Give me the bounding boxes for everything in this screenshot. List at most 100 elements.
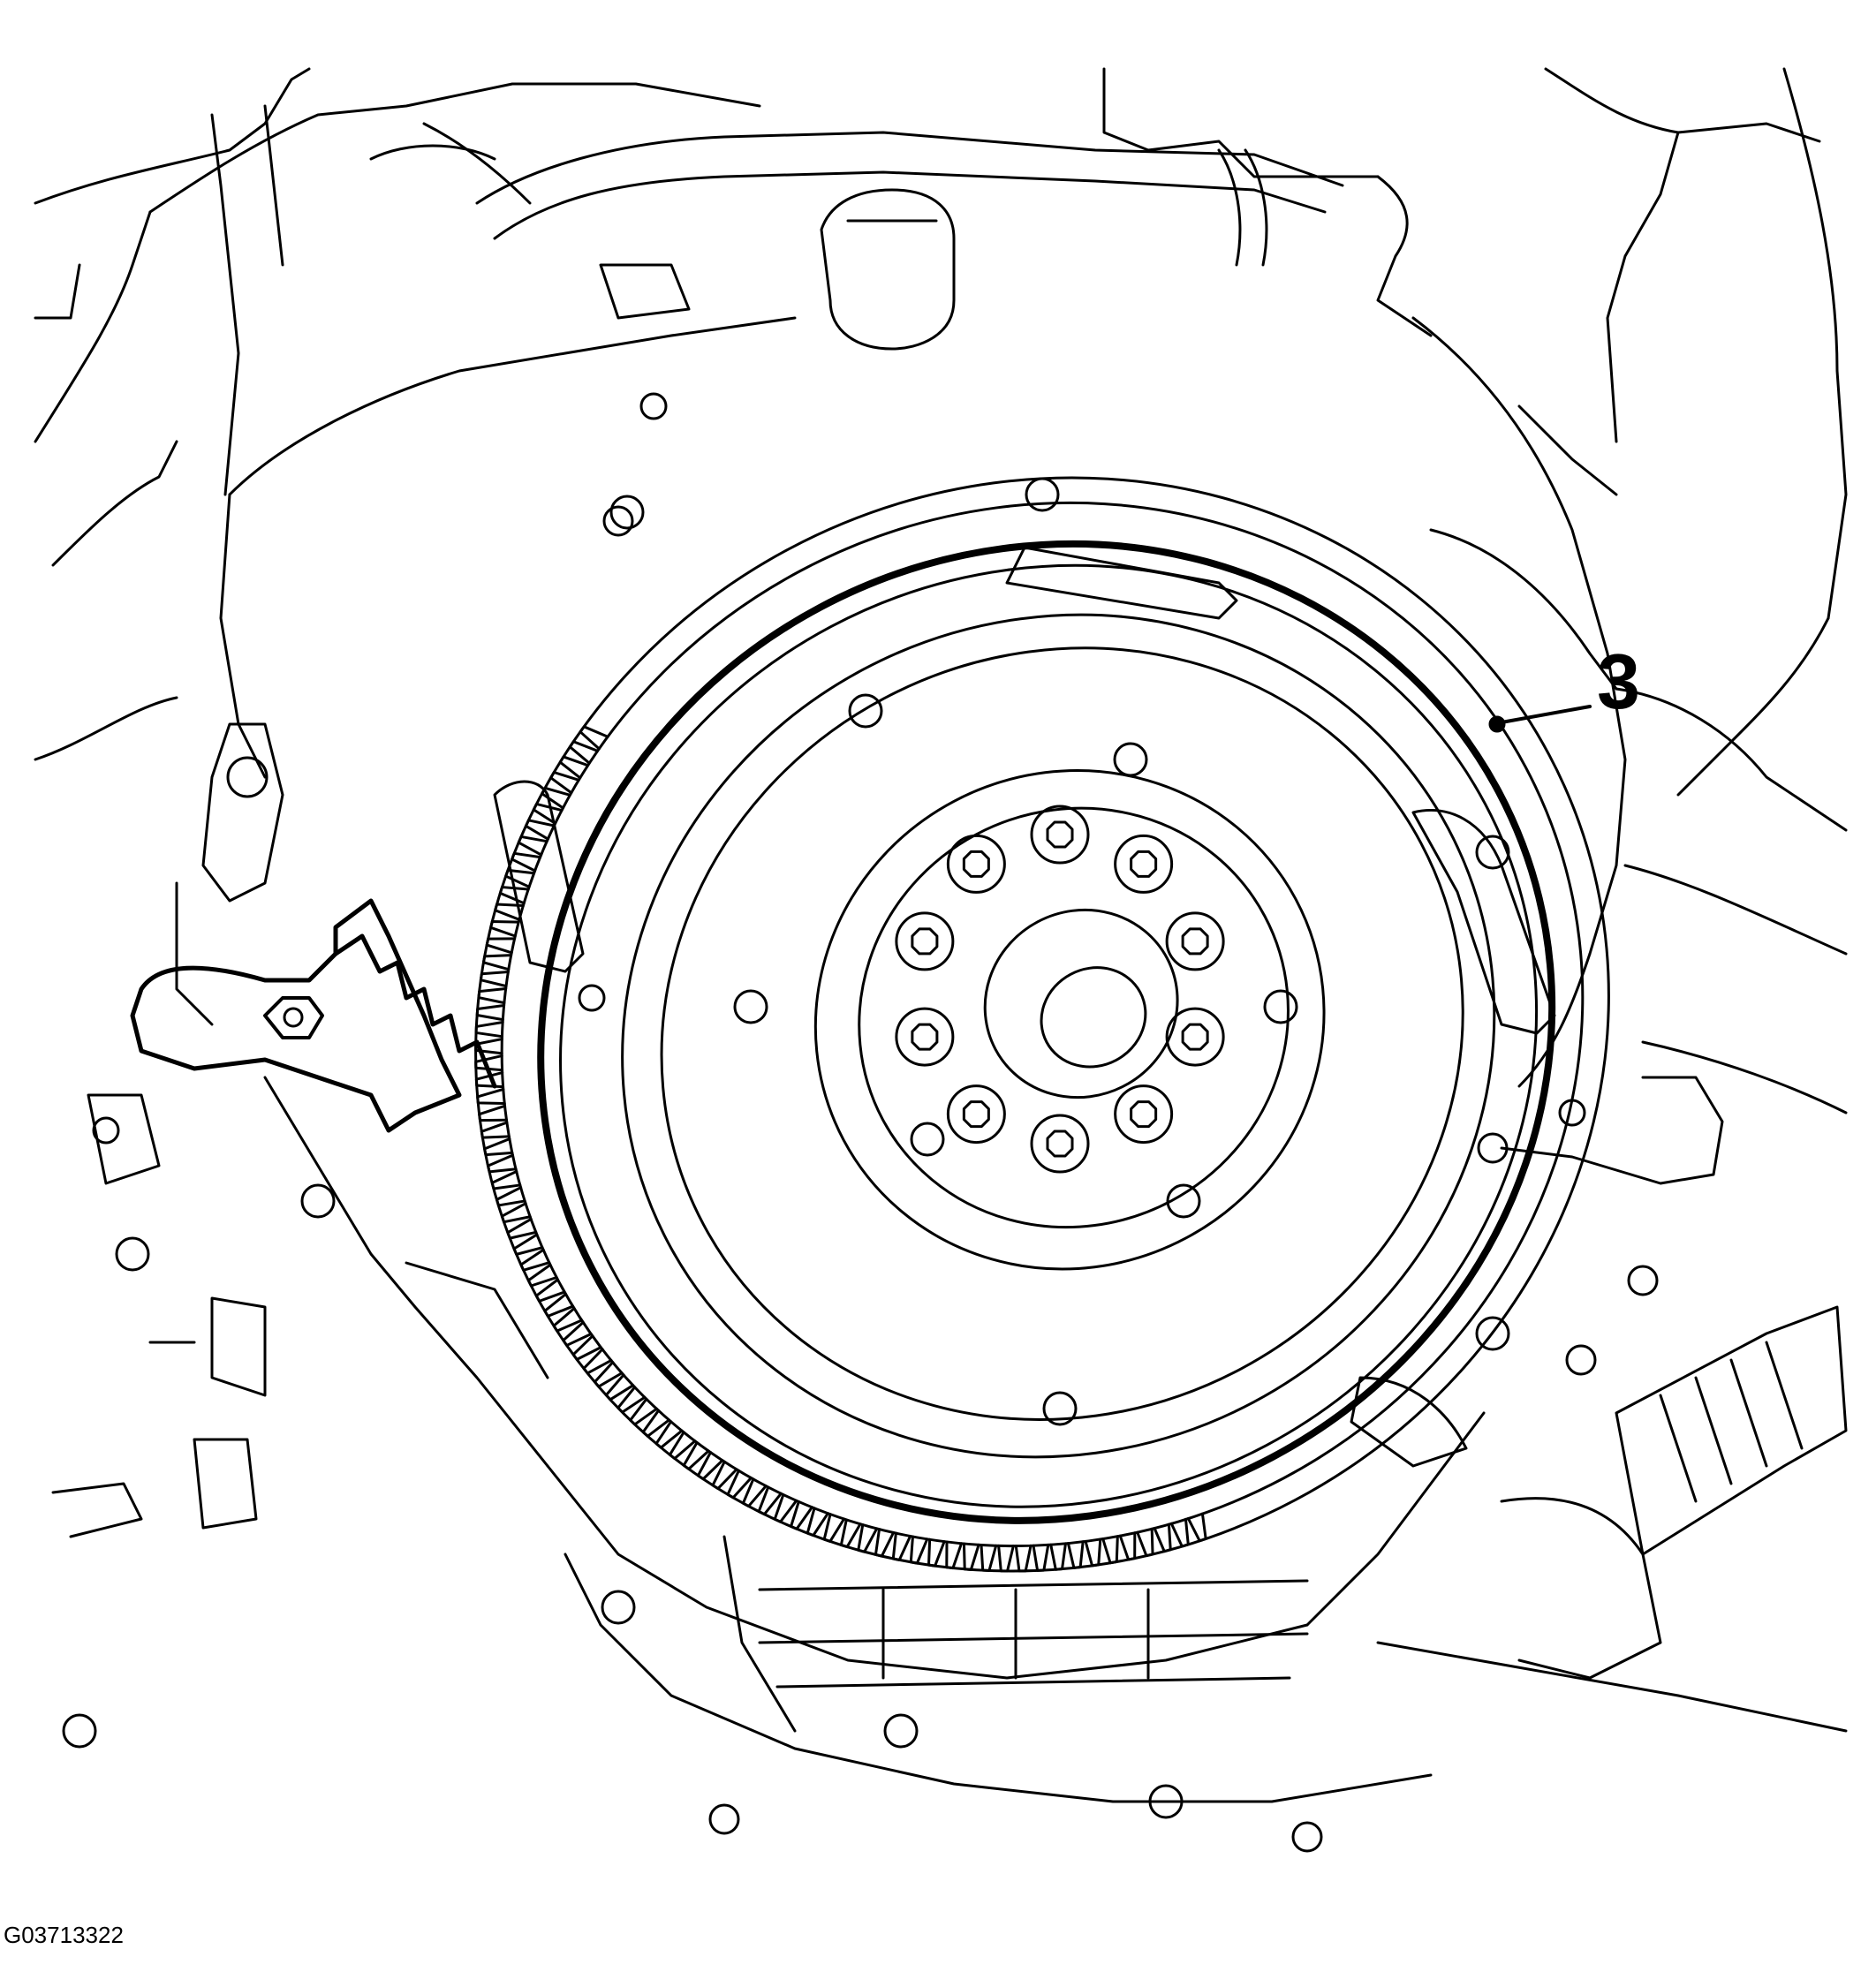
ring-gear-tooth bbox=[1136, 1527, 1154, 1558]
crankshaft-bolt-head bbox=[895, 911, 955, 971]
ring-gear-tooth bbox=[806, 1507, 829, 1538]
torx-socket bbox=[962, 850, 990, 878]
crankshaft-bolt-head bbox=[946, 1084, 1006, 1145]
ring-gear-tooth bbox=[552, 1307, 584, 1333]
crankshaft-bolt-head bbox=[1165, 911, 1225, 971]
ring-gear-tooth bbox=[489, 919, 520, 938]
ring-gear-tooth bbox=[500, 1202, 532, 1224]
ring-gear-tooth bbox=[506, 1217, 538, 1240]
ring-gear-tooth bbox=[726, 1469, 753, 1500]
ring-gear-tooth bbox=[980, 1544, 998, 1573]
transmission-case bbox=[263, 1076, 1486, 1819]
crankshaft-bolt-head bbox=[1030, 805, 1090, 865]
ring-gear-tooth bbox=[519, 1248, 551, 1272]
torx-socket bbox=[962, 1100, 990, 1129]
ring-gear-tooth bbox=[1049, 1542, 1067, 1571]
ring-gear-tooth bbox=[485, 937, 517, 955]
ring-gear-tooth bbox=[822, 1513, 846, 1543]
ring-gear-tooth bbox=[534, 1278, 566, 1303]
ring-gear-tooth bbox=[517, 835, 548, 857]
ring-gear-root bbox=[500, 501, 1585, 1548]
ring-gear-tooth bbox=[571, 1334, 602, 1361]
output-shaft bbox=[1376, 1305, 1848, 1733]
crankshaft-bore bbox=[983, 908, 1179, 1099]
ring-gear-tooth bbox=[490, 1169, 522, 1190]
ring-gear-tooth bbox=[962, 1542, 980, 1571]
crankshaft-bolt-head bbox=[1165, 1007, 1225, 1067]
flywheel-face-holes bbox=[493, 477, 1586, 1468]
flywheel-rim-heavy bbox=[537, 540, 1556, 1524]
ring-gear-tooth bbox=[494, 903, 525, 921]
ring-gear-tooth bbox=[1014, 1544, 1033, 1573]
torx-socket bbox=[1130, 1100, 1158, 1129]
ring-gear-tooth bbox=[773, 1493, 798, 1523]
ring-gear-tooth bbox=[481, 954, 513, 971]
ring-gear-tooth bbox=[927, 1538, 946, 1568]
figure-id: G03713322 bbox=[4, 1922, 124, 1948]
ring-gear-tooth bbox=[479, 971, 510, 988]
ring-gear-tooth bbox=[668, 1431, 697, 1461]
ring-gear-tooth bbox=[474, 1021, 504, 1039]
ring-gear-tooth bbox=[641, 1409, 670, 1438]
flywheel bbox=[474, 476, 1610, 1573]
ring-gear-tooth bbox=[478, 1104, 508, 1122]
ring-gear-tooth bbox=[1169, 1517, 1190, 1548]
ring-gear-teeth bbox=[474, 725, 1207, 1573]
flywheel-face-inner bbox=[660, 646, 1464, 1421]
ring-gear-tooth bbox=[504, 868, 536, 888]
ring-gear-tooth bbox=[682, 1441, 710, 1470]
ring-gear-tooth bbox=[997, 1544, 1015, 1573]
ring-gear-tooth bbox=[1153, 1522, 1172, 1553]
ring-gear-tooth bbox=[511, 851, 542, 873]
ring-gear-tooth bbox=[741, 1477, 768, 1508]
ring-gear-tooth bbox=[891, 1531, 912, 1561]
ring-gear-tooth bbox=[654, 1420, 684, 1449]
torx-socket bbox=[1181, 927, 1209, 956]
ring-gear-tooth bbox=[839, 1518, 862, 1549]
torx-socket bbox=[911, 927, 939, 956]
ring-gear-tooth bbox=[480, 1121, 511, 1139]
ring-gear-tooth bbox=[629, 1397, 658, 1426]
ring-gear-tooth bbox=[1066, 1540, 1085, 1569]
flywheel-face-outer bbox=[621, 613, 1496, 1459]
ring-gear-tooth bbox=[1084, 1538, 1102, 1568]
ring-gear-tooth bbox=[696, 1451, 724, 1481]
ring-gear-tooth bbox=[475, 1003, 506, 1022]
ring-gear-tooth bbox=[593, 1361, 624, 1388]
ring-gear-tooth bbox=[579, 725, 609, 751]
ring-gear-tooth bbox=[487, 1153, 518, 1174]
ring-gear-tooth bbox=[1118, 1531, 1137, 1561]
ring-gear-tooth bbox=[757, 1485, 783, 1516]
engine-back-plate bbox=[219, 316, 1724, 1376]
ring-gear-tooth bbox=[476, 1087, 506, 1105]
torx-socket bbox=[911, 1023, 939, 1051]
crankshaft-bolt-head bbox=[895, 1007, 955, 1067]
flywheel-locking-tool bbox=[130, 898, 497, 1133]
ring-gear-tooth bbox=[526, 1263, 558, 1288]
clutch-hub-inner bbox=[858, 806, 1290, 1229]
ring-gear-tooth bbox=[790, 1500, 813, 1530]
ring-gear-tooth bbox=[857, 1523, 879, 1553]
crankshaft-bolt-head bbox=[1030, 1114, 1090, 1174]
crankshaft-bolt-head bbox=[1114, 1084, 1174, 1145]
callout-label-3: 3 bbox=[1597, 638, 1640, 725]
ring-gear-tooth bbox=[945, 1540, 964, 1570]
ring-gear-tooth bbox=[495, 1186, 526, 1207]
ring-gear-tooth bbox=[543, 1292, 575, 1318]
clutch-hub-plate bbox=[813, 769, 1326, 1271]
ring-gear-tooth bbox=[604, 1373, 635, 1402]
left-brackets bbox=[51, 722, 1323, 1853]
ring-gear-outer bbox=[474, 476, 1610, 1573]
torx-socket bbox=[1130, 850, 1158, 878]
ring-gear-tooth bbox=[549, 770, 580, 795]
ring-gear-tooth bbox=[1101, 1535, 1119, 1565]
ring-gear-tooth bbox=[474, 1038, 503, 1055]
callout-3-leader bbox=[1488, 705, 1592, 733]
flywheel-rim-inner bbox=[559, 563, 1539, 1508]
crankshaft-bolt-head bbox=[946, 834, 1006, 894]
ring-gear-tooth bbox=[1032, 1543, 1050, 1572]
crankshaft-bolt-head bbox=[1114, 834, 1174, 894]
torx-socket bbox=[1181, 1023, 1209, 1051]
ring-gear-tooth bbox=[568, 740, 600, 765]
